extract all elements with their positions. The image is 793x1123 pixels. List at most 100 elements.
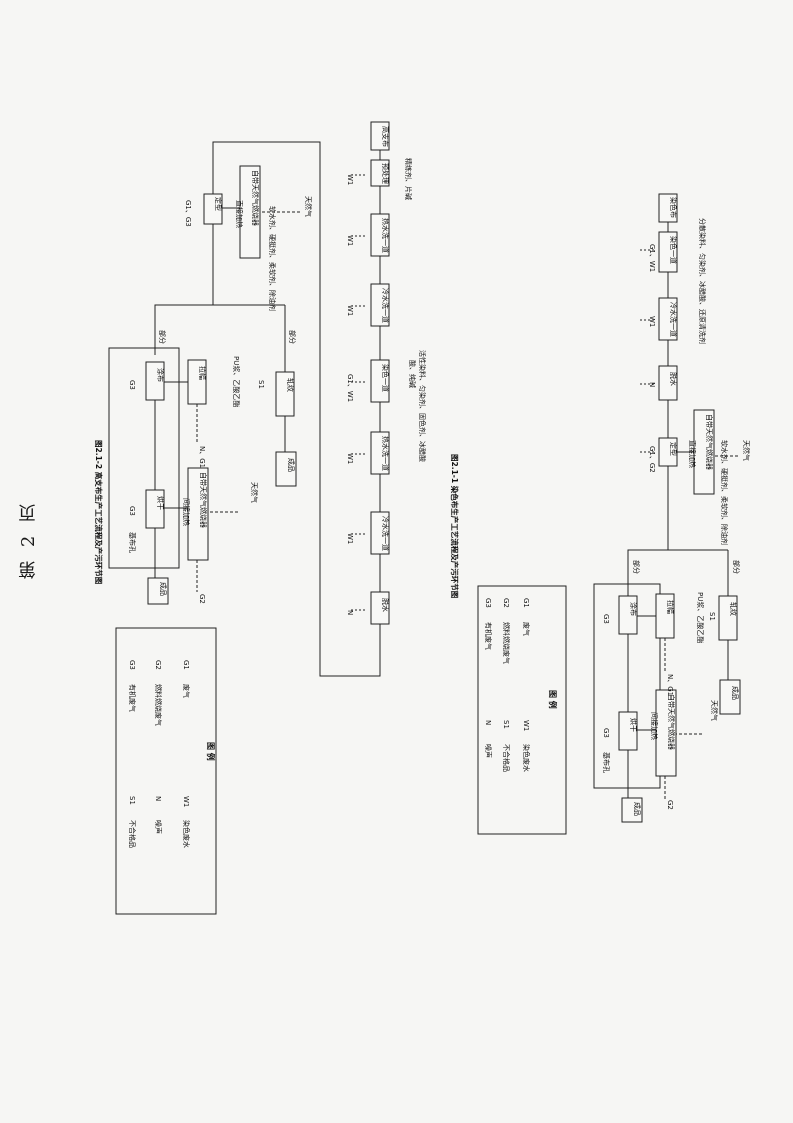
- d2-legend-text-3: 不合格品: [502, 744, 511, 772]
- d1-legend-text-5: 有机废气: [128, 684, 137, 712]
- d2-label-burner: 自带天然气燃烧器: [705, 414, 714, 470]
- d1-node-product1: [275, 451, 297, 487]
- d1-heat-in: 直接加热: [235, 200, 244, 228]
- d2-legend-code-2: G2: [502, 598, 510, 608]
- d2-node-raw: [658, 193, 678, 223]
- d2-legend-code-0: G1: [522, 598, 530, 608]
- d1-label-raw: 高支布: [381, 126, 390, 147]
- d1-label-cold-wash: 冷水洗一道: [381, 288, 390, 323]
- d1-base-cloth: 基布孔: [128, 532, 137, 553]
- d1-legend-code-5: G3: [128, 660, 136, 670]
- d2-legend-text-4: 有机废气: [484, 622, 493, 650]
- d2-chem-dye: 分散染料、匀染剂、冰醋酸、还原清洗剂: [698, 218, 707, 344]
- d2-legend-text-2: 燃料燃烧废气: [502, 622, 511, 664]
- d1-label-product2: 成品: [159, 582, 168, 596]
- d1-w1-d: W1: [346, 453, 354, 464]
- d1-return-line: [212, 141, 381, 677]
- d1-label-coat: 涂布: [156, 368, 165, 382]
- d2-label-product2: 成品: [633, 802, 642, 816]
- d1-label-burner: 自带天然气燃烧器: [251, 170, 260, 226]
- d2-legend-box: [477, 585, 567, 835]
- d2-label-coat: 涂布: [629, 602, 638, 616]
- page-number: 第 2 页: [18, 500, 39, 579]
- d1-node-hot-wash2: [370, 431, 390, 475]
- d2-natural-gas2: 天然气: [710, 700, 719, 721]
- d2-label-raw: 染色布: [669, 197, 678, 218]
- d2-g2: G2: [666, 800, 674, 810]
- d2-s1: S1: [708, 612, 716, 621]
- d2-node-product2: [621, 797, 643, 823]
- d1-w1-a: W1: [346, 174, 354, 185]
- d1-s1: S1: [257, 380, 265, 389]
- d1-legend-code-1: G1: [182, 660, 190, 670]
- d1-legend-text-4: 不合格品: [128, 820, 137, 848]
- d1-w1-e: W1: [346, 533, 354, 544]
- d1-w1-c: W1: [346, 305, 354, 316]
- d1-n: N: [346, 610, 354, 615]
- d1-node-wash1: [370, 213, 390, 257]
- d2-part1: 部分: [632, 560, 641, 574]
- d2-node-product1: [719, 679, 741, 715]
- d1-label-dye: 染色一道: [381, 364, 390, 392]
- d1-node-burner2: [187, 467, 209, 561]
- d1-node-cold-wash2: [370, 511, 390, 555]
- d2-natural-gas: 天然气: [742, 440, 751, 461]
- d2-legend-code-1: W1: [522, 720, 530, 731]
- d1-node-cold-wash: [370, 283, 390, 327]
- d2-caption: 图2.1-1 染色布生产工艺流程及产污环节图: [450, 454, 460, 599]
- d2-label-emboss: 轧纹: [729, 602, 738, 616]
- d2-label-shape: 定型: [669, 442, 678, 456]
- d1-caption: 图2.1-2 高支布生产工艺流程及产污环节图: [94, 440, 104, 585]
- d2-heat-in: 直接加热: [688, 440, 697, 468]
- d1-node-pretreat: [370, 159, 390, 187]
- d2-legend-text-0: 废气: [522, 622, 531, 636]
- d2-base-cloth: 基布孔: [602, 752, 611, 773]
- d1-legend-text-1: 废气: [182, 684, 191, 698]
- d2-w1: W1: [648, 316, 656, 327]
- d2-label-dye: 染色一道: [669, 236, 678, 264]
- d1-g3-a: G3: [128, 380, 136, 390]
- d1-pu: PU浆、乙酸乙酯: [232, 356, 241, 407]
- d1-w1-b: W1: [346, 235, 354, 246]
- d2-legend-text-1: 染色废水: [522, 744, 531, 772]
- d1-legend-text-2: 噪声: [154, 820, 163, 834]
- d1-chem-dye2: 酸、纯碱: [408, 360, 417, 388]
- d1-label-emboss: 轧纹: [286, 378, 295, 392]
- d2-label-product1: 成品: [731, 686, 740, 700]
- d1-label-shape: 定型: [214, 197, 223, 211]
- d2-legend-code-4: G3: [484, 598, 492, 608]
- d2-n: N: [648, 382, 656, 387]
- d2-label-dewater: 脱水: [669, 372, 678, 386]
- d2-label-dry-left: 拉幅: [666, 600, 675, 614]
- d1-g3-b: G3: [128, 506, 136, 516]
- d2-node-dewater: [658, 365, 678, 401]
- d1-legend-code-3: G2: [154, 660, 162, 670]
- d1-natural-gas: 天然气: [304, 196, 313, 217]
- d1-natural-gas2: 天然气: [250, 482, 259, 503]
- d1-node-dye: [370, 359, 390, 403]
- d1-g1w1: G1、W1: [346, 374, 354, 402]
- d1-node-product2: [147, 577, 169, 605]
- d2-part2: 部分: [732, 560, 741, 574]
- d1-label-product1: 成品: [287, 458, 296, 472]
- d2-legend-code-5: N: [484, 720, 492, 725]
- d2-g3-a: G3: [602, 614, 610, 624]
- d2-node-cold-wash: [658, 297, 678, 341]
- d1-part2: 部分: [288, 330, 297, 344]
- d1-legend-code-2: N: [154, 796, 162, 801]
- d1-g1g3: G1、G3: [184, 200, 192, 227]
- d2-heat-in2: 间接加热: [650, 712, 659, 740]
- d1-label-cold-wash2: 冷水洗一道: [381, 516, 390, 551]
- d1-node-burner: [239, 165, 261, 259]
- d1-legend-text-0: 染色废水: [182, 820, 191, 848]
- d2-label-cold-wash: 冷水洗一道: [669, 302, 678, 337]
- d2-label-burner2: 自带天然气燃烧器: [667, 694, 676, 750]
- d2-node-burner2: [655, 689, 677, 777]
- d2-g1w1: G1、W1: [648, 244, 656, 272]
- d1-label-wash1: 热水洗一道: [381, 218, 390, 253]
- d1-legend-box: [115, 627, 217, 915]
- d1-g2: G2: [198, 594, 206, 604]
- d2-legend-text-5: 噪声: [484, 744, 493, 758]
- d1-part1: 部分: [158, 330, 167, 344]
